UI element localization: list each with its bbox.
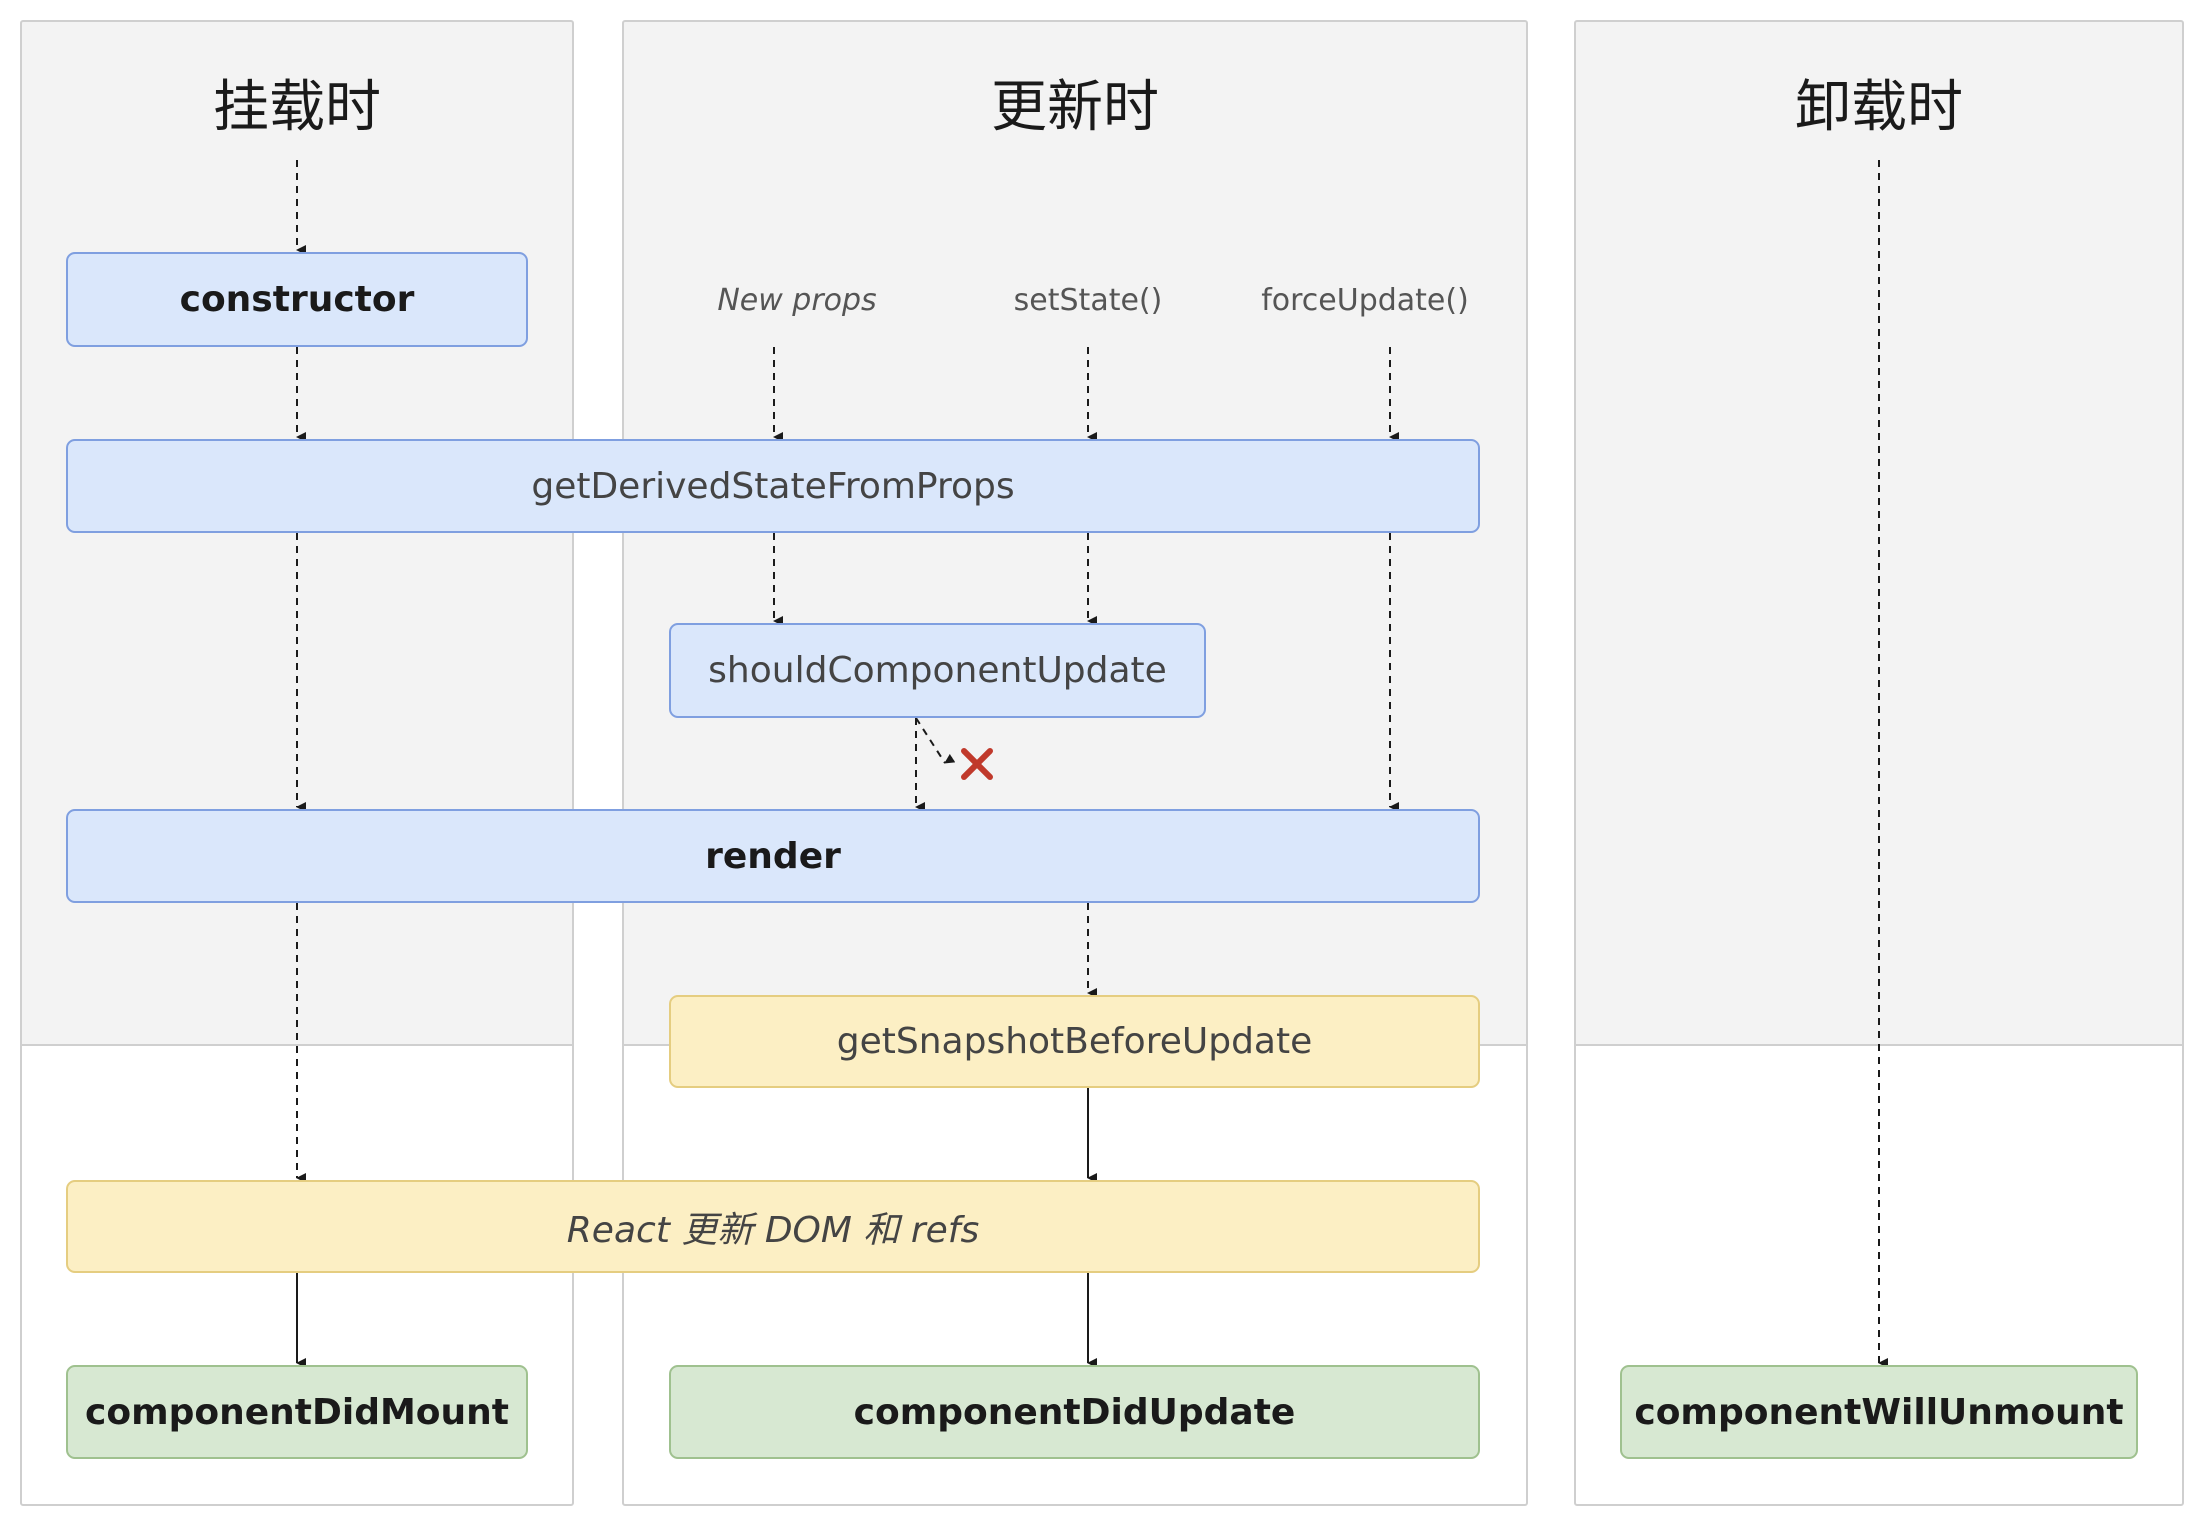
- should-component-update-node: shouldComponentUpdate: [669, 623, 1206, 718]
- update-column-title: 更新时: [991, 75, 1159, 140]
- component-will-unmount-node: componentWillUnmount: [1620, 1365, 2138, 1459]
- mount-column-title: 挂载时: [213, 75, 381, 140]
- get-derived-state-from-props-node: getDerivedStateFromProps: [66, 439, 1480, 533]
- render-node: render: [66, 809, 1480, 903]
- unmount-phase-divider: [1576, 1044, 2182, 1046]
- force-update-trigger: forceUpdate(): [1261, 283, 1469, 318]
- update-column: [622, 20, 1528, 1506]
- constructor-node: constructor: [66, 252, 528, 347]
- unmount-column-title: 卸载时: [1795, 75, 1963, 140]
- react-updates-dom-node: React 更新 DOM 和 refs: [66, 1180, 1480, 1273]
- unmount-column: [1574, 20, 2184, 1506]
- set-state-trigger: setState(): [1013, 283, 1163, 318]
- get-snapshot-before-update-node: getSnapshotBeforeUpdate: [669, 995, 1480, 1088]
- mount-phase-divider: [22, 1044, 572, 1046]
- mount-column: [20, 20, 574, 1506]
- component-did-mount-node: componentDidMount: [66, 1365, 528, 1459]
- component-did-update-node: componentDidUpdate: [669, 1365, 1480, 1459]
- new-props-trigger: New props: [717, 283, 877, 318]
